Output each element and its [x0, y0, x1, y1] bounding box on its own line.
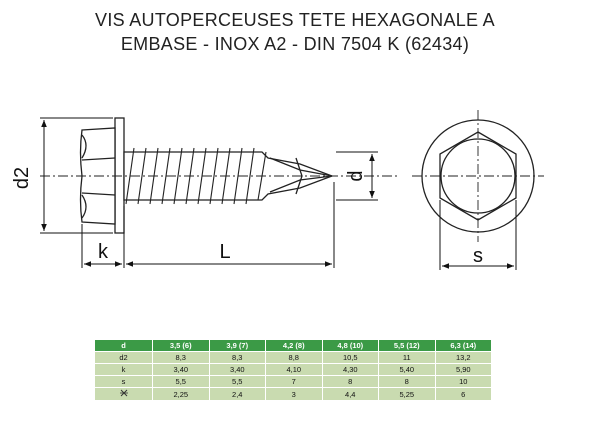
table-row: d2 8,3 8,3 8,8 10,5 11 13,2	[94, 351, 492, 364]
d-label: d	[345, 170, 367, 181]
header-cell: 4,8 (10)	[321, 339, 379, 352]
table-cell: 5,5	[152, 375, 210, 388]
header-cell: 6,3 (14)	[434, 339, 492, 352]
row-label: k	[94, 363, 153, 376]
length-dimensions	[81, 182, 335, 268]
table-cell: 5,40	[378, 363, 436, 376]
table-cell: 3	[265, 387, 323, 401]
table-cell: 8,3	[152, 351, 210, 364]
table-row: s 5,5 5,5 7 8 8 10	[94, 375, 492, 388]
table-cell: 8,8	[265, 351, 323, 364]
s-label: s	[473, 245, 483, 267]
row-label: d2	[94, 351, 153, 364]
table-cell: 13,2	[434, 351, 492, 364]
table-cell: 6	[434, 387, 492, 401]
table-cell: 4,10	[265, 363, 323, 376]
table-cell: 8	[378, 375, 436, 388]
s-dimension	[439, 200, 517, 270]
table-cell: 7	[265, 375, 323, 388]
header-cell: 5,5 (12)	[378, 339, 436, 352]
header-cell: d	[94, 339, 153, 352]
table-cell: 5,5	[208, 375, 266, 388]
table-cell: 5,25	[378, 387, 436, 401]
header-cell: 3,5 (6)	[152, 339, 210, 352]
table-cell: 8,3	[208, 351, 266, 364]
hex-drive-icon	[119, 389, 128, 397]
washer-flange	[114, 117, 125, 234]
drawing-title: VIS AUTOPERCEUSES TETE HEXAGONALE A EMBA…	[0, 8, 590, 56]
k-label: k	[98, 241, 109, 263]
table-cell: 2,25	[152, 387, 210, 401]
table-cell: 2,4	[208, 387, 266, 401]
table-cell: 10	[434, 375, 492, 388]
table-cell: 4,30	[321, 363, 379, 376]
end-view	[412, 110, 544, 242]
title-line-2: EMBASE - INOX A2 - DIN 7504 K (62434)	[120, 34, 470, 54]
table-cell: 4,4	[321, 387, 379, 401]
table-cell: 8	[321, 375, 379, 388]
dimensions-table: d 3,5 (6) 3,9 (7) 4,2 (8) 4,8 (10) 5,5 (…	[94, 339, 492, 401]
title-line-1: VIS AUTOPERCEUSES TETE HEXAGONALE A	[95, 10, 495, 30]
table-header-row: d 3,5 (6) 3,9 (7) 4,2 (8) 4,8 (10) 5,5 (…	[94, 339, 492, 352]
header-cell: 3,9 (7)	[208, 339, 266, 352]
row-label: s	[94, 375, 153, 388]
d-dimension	[336, 151, 378, 201]
header-cell: 4,2 (8)	[265, 339, 323, 352]
table-cell: 10,5	[321, 351, 379, 364]
L-label: L	[219, 241, 230, 263]
side-view	[79, 117, 334, 234]
table-row: 2,25 2,4 3 4,4 5,25 6	[94, 387, 492, 401]
table-cell: 11	[378, 351, 436, 364]
table-row: k 3,40 3,40 4,10 4,30 5,40 5,90	[94, 363, 492, 376]
d2-dimension	[40, 117, 113, 234]
table-cell: 5,90	[434, 363, 492, 376]
table-cell: 3,40	[152, 363, 210, 376]
table-cell: 3,40	[208, 363, 266, 376]
d2-label: d2	[11, 167, 33, 189]
drive-icon-cell	[94, 387, 153, 401]
